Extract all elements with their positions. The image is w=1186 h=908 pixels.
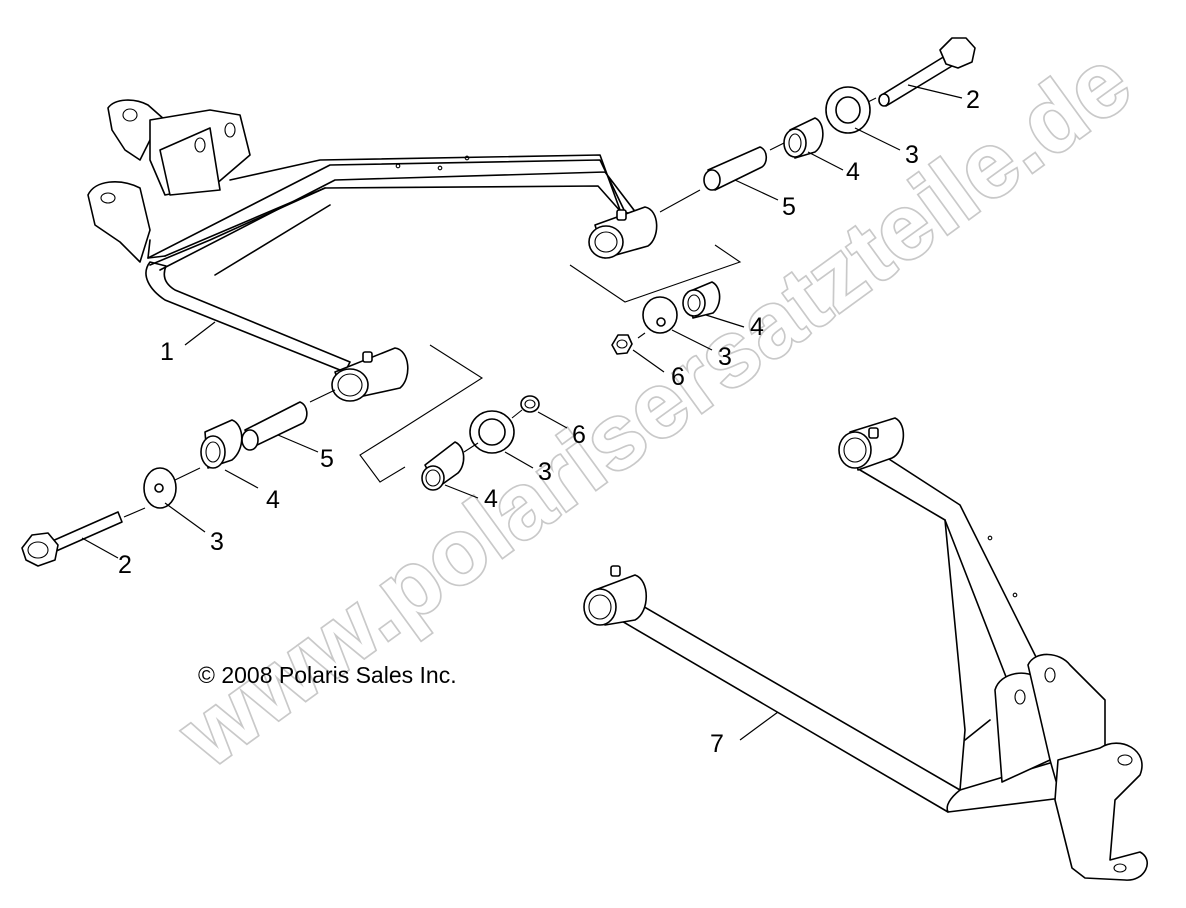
upper-a-arm <box>87 99 742 483</box>
callout-2-right: 2 <box>966 86 980 114</box>
callout-3-left-washer: 3 <box>210 528 224 556</box>
callout-1: 1 <box>160 338 174 366</box>
callout-labels: 1 2 2 3 3 3 3 4 4 4 4 5 5 6 6 7 <box>118 86 980 758</box>
callout-4-left-bushing: 4 <box>266 486 280 514</box>
callout-4-upper-right-bushing: 4 <box>846 158 860 186</box>
leader-lines <box>81 84 963 741</box>
callout-3-upper-right-washer: 3 <box>905 141 919 169</box>
callout-2-left: 2 <box>118 551 132 579</box>
copyright-text: © 2008 Polaris Sales Inc. <box>198 662 457 688</box>
hardware-left <box>21 389 540 567</box>
callout-7: 7 <box>710 730 724 758</box>
callout-6-right-nut: 6 <box>671 363 685 391</box>
callout-3-mid-washer: 3 <box>538 458 552 486</box>
callout-3-lower-right-washer: 3 <box>718 343 732 371</box>
callout-5-right-sleeve: 5 <box>782 193 796 221</box>
callout-4-mid-bushing: 4 <box>484 485 498 513</box>
hardware-right <box>611 37 976 355</box>
callout-5-left-sleeve: 5 <box>320 445 334 473</box>
callout-6-left-nut: 6 <box>572 421 586 449</box>
callout-4-lower-right-bushing: 4 <box>750 313 764 341</box>
lower-a-arm <box>583 417 1148 881</box>
